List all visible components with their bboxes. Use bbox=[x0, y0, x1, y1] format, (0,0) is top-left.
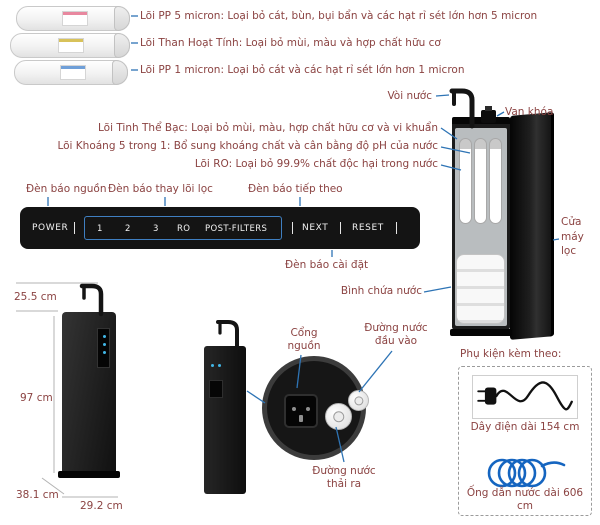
rear-connector-area bbox=[209, 380, 223, 398]
led-indicator bbox=[103, 351, 106, 354]
purifier-back-view bbox=[204, 346, 246, 494]
water-tank bbox=[456, 254, 505, 324]
leader-line bbox=[423, 286, 452, 293]
button-next: NEXT bbox=[302, 223, 329, 233]
filter-cartridge-carbon bbox=[10, 33, 130, 58]
purifier-front-view bbox=[62, 312, 116, 475]
led-indicator bbox=[103, 343, 106, 346]
filter-cartridge-pp5 bbox=[16, 6, 130, 31]
power-socket-icon bbox=[284, 394, 318, 428]
purifier-base bbox=[450, 329, 512, 336]
annotation-tank: Bình chứa nước bbox=[340, 285, 422, 297]
button-reset: RESET bbox=[352, 223, 384, 233]
label-settings-led: Đèn báo cài đặt bbox=[285, 259, 369, 271]
cartridge-sticker bbox=[59, 65, 86, 80]
dimension-width: 29.2 cm bbox=[80, 500, 123, 512]
lock-valve bbox=[481, 106, 496, 123]
button-1: 1 bbox=[97, 224, 103, 234]
filter-button-group: 1 2 3 RO POST-FILTERS bbox=[84, 216, 282, 240]
cartridge-cap bbox=[114, 6, 130, 31]
button-3: 3 bbox=[153, 224, 159, 234]
socket-slot bbox=[299, 415, 303, 422]
front-view-base bbox=[58, 471, 120, 478]
filter-cartridge-pp1 bbox=[14, 60, 128, 85]
socket-pin bbox=[292, 407, 296, 411]
panel-divider bbox=[292, 222, 293, 234]
power-cord-icon bbox=[477, 381, 573, 411]
power-cord-frame bbox=[472, 375, 578, 419]
socket-pin bbox=[306, 407, 310, 411]
accessories-box bbox=[458, 366, 592, 516]
purifier-interior bbox=[455, 128, 507, 326]
annotation-silver: Lõi Tinh Thể Bạc: Loại bỏ mùi, màu, hợp … bbox=[98, 122, 438, 134]
led-indicator bbox=[218, 364, 221, 367]
cartridge-sticker bbox=[58, 38, 85, 53]
led-indicator bbox=[211, 364, 214, 367]
dimension-depth: 38.1 cm bbox=[16, 489, 59, 501]
label-next-led: Đèn báo tiếp theo bbox=[248, 183, 343, 195]
faucet-icon bbox=[216, 320, 239, 350]
label-power-port: Cổng nguồn bbox=[287, 327, 321, 353]
drain-fitting-icon bbox=[325, 403, 352, 430]
label-power-led: Đèn báo nguồn bbox=[26, 183, 107, 195]
annotation-valve: Van khóa bbox=[505, 106, 554, 118]
dimension-faucet-height: 25.5 cm bbox=[14, 291, 57, 303]
inner-filter-3 bbox=[489, 138, 502, 224]
button-power: POWER bbox=[32, 223, 69, 233]
annotation-door: Cửa máy lọc bbox=[561, 216, 584, 258]
label-power-cord: Dây điện dài 154 cm bbox=[470, 421, 580, 433]
panel-divider bbox=[74, 222, 75, 234]
front-display bbox=[97, 328, 110, 368]
label-water-tube: Ống dẫn nước dài 606 cm bbox=[466, 487, 584, 513]
rear-ports-zoom-circle bbox=[262, 356, 369, 460]
purifier-door bbox=[510, 112, 554, 340]
led-indicator bbox=[103, 335, 106, 338]
annotation-pp5: Lõi PP 5 micron: Loại bỏ cát, bùn, bụi b… bbox=[140, 10, 538, 22]
button-ro: RO bbox=[177, 224, 191, 234]
label-inlet-port: Đường nước đầu vào bbox=[364, 322, 428, 348]
label-drain-port: Đường nước thải ra bbox=[312, 465, 376, 491]
inner-filter-2 bbox=[474, 138, 487, 224]
annotation-pp1: Lõi PP 1 micron: Loại bỏ cát và các hạt … bbox=[140, 64, 465, 76]
cartridge-sticker bbox=[61, 11, 88, 26]
water-tube-icon bbox=[487, 458, 566, 488]
inlet-fitting-icon bbox=[348, 390, 369, 411]
annotation-mineral: Lõi Khoáng 5 trong 1: Bổ sung khoáng chấ… bbox=[57, 140, 438, 152]
button-2: 2 bbox=[125, 224, 131, 234]
accessories-title: Phụ kiện kèm theo: bbox=[460, 348, 562, 360]
dimension-body-height: 97 cm bbox=[20, 392, 53, 404]
cartridge-cap bbox=[112, 60, 128, 85]
faucet-icon bbox=[79, 283, 104, 317]
purifier-open-cabinet bbox=[452, 124, 510, 330]
leader-line bbox=[358, 350, 393, 393]
label-replace-led: Đèn báo thay lõi lọc bbox=[108, 183, 213, 195]
leader-line bbox=[496, 111, 505, 117]
leader-line bbox=[435, 94, 450, 97]
annotation-ro: Lõi RO: Loại bỏ 99.9% chất độc hại trong… bbox=[194, 158, 438, 170]
inner-filter-1 bbox=[459, 138, 472, 224]
cartridge-cap bbox=[114, 33, 130, 58]
annotation-tap: Vòi nước bbox=[387, 90, 432, 102]
control-panel-strip: POWER 1 2 3 RO POST-FILTERS NEXT RESET bbox=[20, 207, 420, 249]
annotation-carbon: Lõi Than Hoạt Tính: Loại bỏ mùi, màu và … bbox=[140, 37, 441, 49]
panel-divider bbox=[340, 222, 341, 234]
button-post-filters: POST-FILTERS bbox=[205, 224, 268, 234]
panel-divider bbox=[396, 222, 397, 234]
